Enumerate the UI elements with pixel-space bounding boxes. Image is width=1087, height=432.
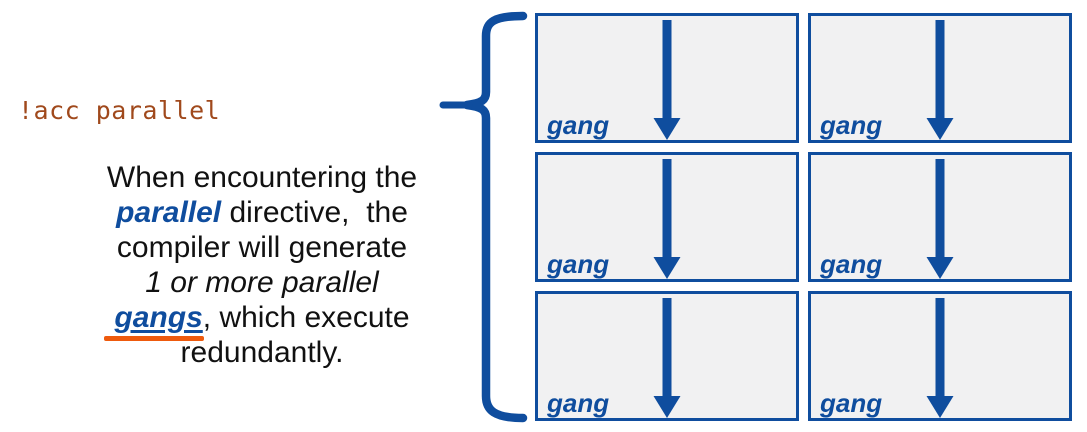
gang-box: gang — [535, 152, 799, 282]
text-line: When encountering the — [27, 160, 497, 195]
down-arrow-icon — [653, 298, 681, 418]
gang-box: gang — [808, 13, 1072, 143]
text-line: 1 or more parallel — [27, 265, 497, 300]
gang-box: gang — [535, 291, 799, 421]
explanation-text: When encountering the parallel directive… — [27, 160, 497, 370]
gang-grid: gang gang gang gang — [535, 13, 1072, 421]
text-line: parallel directive, the — [27, 195, 497, 230]
text-line: gangs, which execute — [27, 300, 497, 335]
text-segment: directive, the — [221, 196, 408, 229]
code-directive-label: !acc parallel — [18, 96, 221, 125]
gang-label: gang — [820, 249, 883, 279]
gang-label: gang — [820, 388, 883, 418]
text-segment: redundantly. — [180, 336, 344, 369]
text-segment-italic: 1 or more parallel — [145, 266, 379, 299]
keyword-gangs: gangs — [114, 301, 203, 334]
down-arrow-icon — [926, 20, 954, 140]
down-arrow-icon — [653, 20, 681, 140]
text-line: redundantly. — [27, 335, 497, 370]
gang-label: gang — [547, 110, 610, 140]
down-arrow-icon — [926, 298, 954, 418]
down-arrow-icon — [926, 159, 954, 279]
left-curly-brace-icon — [439, 11, 528, 423]
down-arrow-icon — [653, 159, 681, 279]
gang-box: gang — [808, 152, 1072, 282]
keyword-parallel: parallel — [116, 196, 222, 229]
gang-label: gang — [820, 110, 883, 140]
text-segment: When encountering the — [106, 161, 418, 194]
text-segment: compiler will generate — [116, 231, 408, 264]
gang-label: gang — [547, 388, 610, 418]
gang-box: gang — [535, 13, 799, 143]
text-line: compiler will generate — [27, 230, 497, 265]
gang-label: gang — [547, 249, 610, 279]
gang-box: gang — [808, 291, 1072, 421]
text-segment: , which execute — [202, 301, 410, 334]
